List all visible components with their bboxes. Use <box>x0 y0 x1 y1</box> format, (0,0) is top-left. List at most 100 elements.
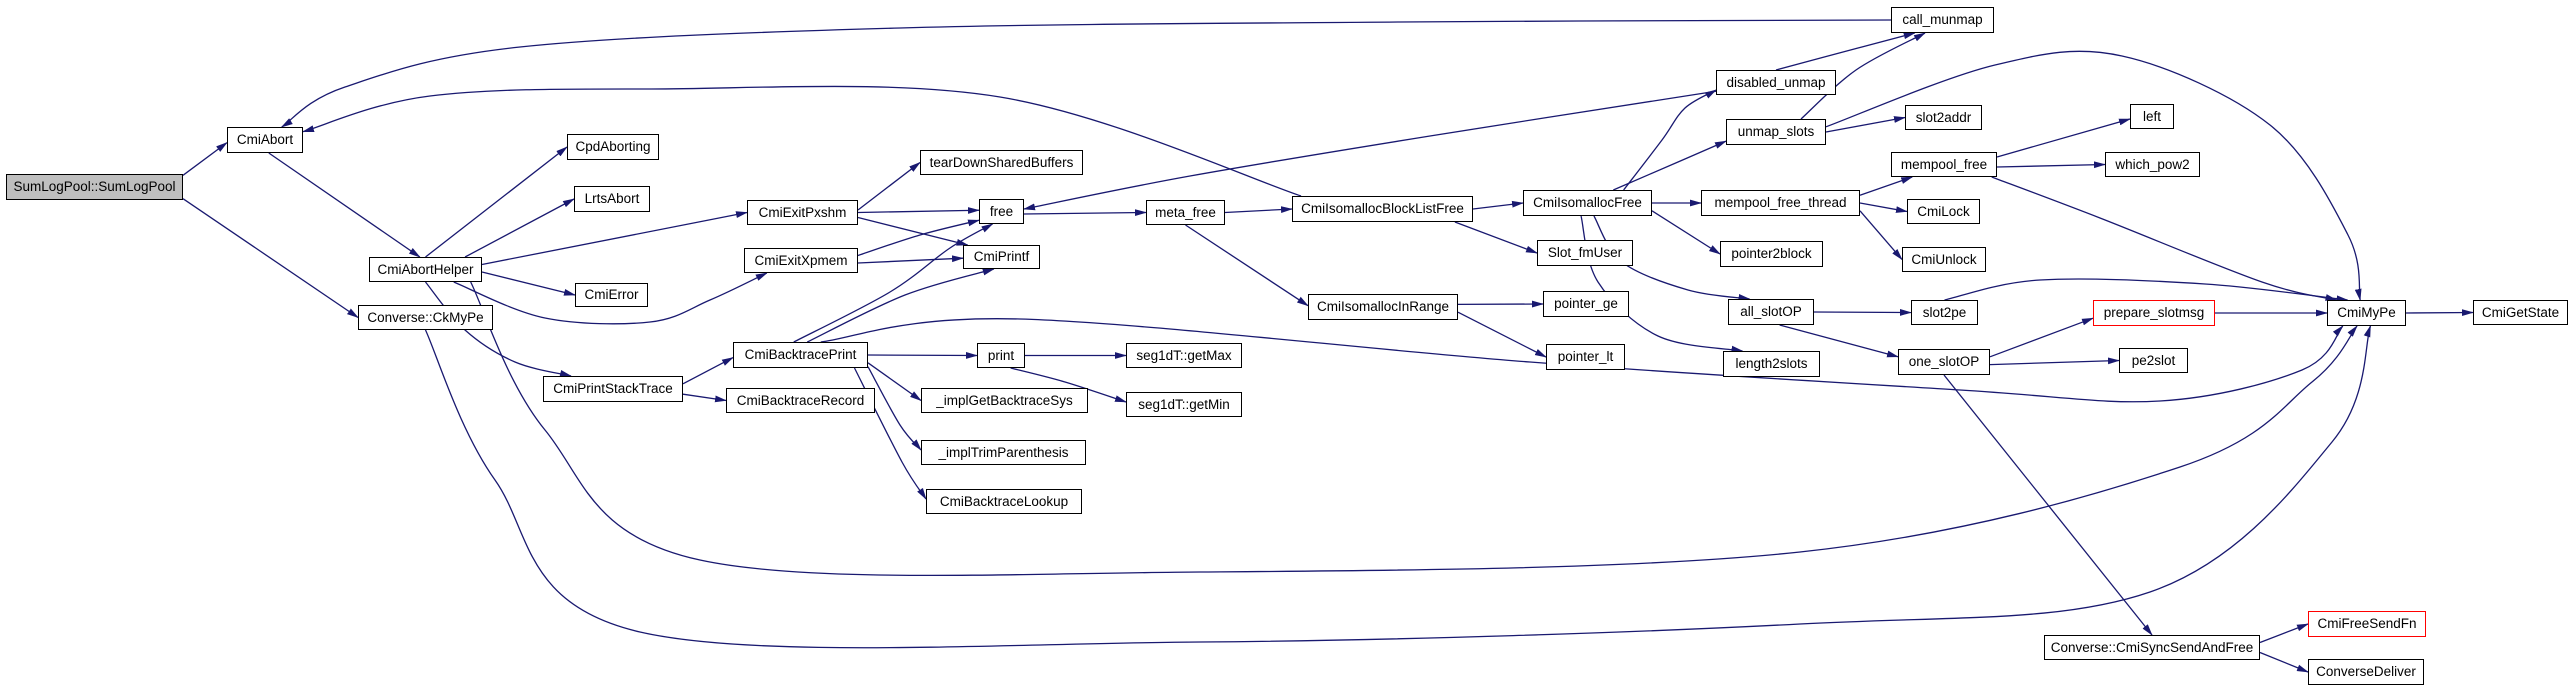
graph-node-cpdaborting[interactable]: CpdAborting <box>567 134 659 160</box>
graph-node-prepareslotmsg[interactable]: prepare_slotmsg <box>2093 300 2215 326</box>
graph-node-backtraceprint[interactable]: CmiBacktracePrint <box>733 342 868 368</box>
graph-node-cmiunlock[interactable]: CmiUnlock <box>1902 247 1986 272</box>
graph-node-getmax[interactable]: seg1dT::getMax <box>1126 343 1242 368</box>
graph-node-cmifreesendfn[interactable]: CmiFreeSendFn <box>2308 611 2426 637</box>
graph-node-slot2addr[interactable]: slot2addr <box>1905 105 1982 130</box>
edge-cmiexitpxshm-to-free <box>857 207 980 214</box>
graph-node-isomallocfree[interactable]: CmiIsomallocFree <box>1523 190 1652 216</box>
graph-node-cmiexitxpmem[interactable]: CmiExitXpmem <box>744 248 858 273</box>
graph-node-teardownsharedbuffers[interactable]: tearDownSharedBuffers <box>920 150 1083 175</box>
edge-print-to-getmin <box>1010 367 1127 403</box>
graph-node-conversedeliver[interactable]: ConverseDeliver <box>2308 659 2424 685</box>
edge-isomallocfree-to-pointer2block <box>1651 210 1721 255</box>
graph-node-slot2pe[interactable]: slot2pe <box>1911 300 1978 325</box>
edge-metafree-to-inrange <box>1185 224 1309 307</box>
edge-cmiaborthelper-to-printstacktrace <box>424 281 572 377</box>
graph-node-disabledunmap[interactable]: disabled_unmap <box>1716 70 1836 95</box>
edge-mempoolfreethread-to-cmilock <box>1859 202 1908 213</box>
graph-node-inrange[interactable]: CmiIsomallocInRange <box>1308 294 1458 320</box>
edge-mempoolfree-to-cmimype <box>1991 176 2338 301</box>
edge-cmiexitpxshm-to-cmiprintf <box>857 216 969 246</box>
edge-inrange-to-pointerlt <box>1457 311 1547 358</box>
graph-node-pe2slot[interactable]: pe2slot <box>2119 348 2188 373</box>
graph-node-cmimype[interactable]: CmiMyPe <box>2327 300 2406 326</box>
edge-mempoolfree-to-whichpow2 <box>1996 161 2106 169</box>
edge-cmiexitxpmem-to-free <box>857 219 980 257</box>
edge-printstacktrace-to-backtraceprint <box>682 357 734 385</box>
graph-node-callmunmap[interactable]: call_munmap <box>1891 7 1994 33</box>
edge-blocklistfree-to-slotfmuser <box>1454 221 1538 254</box>
edge-callmunmap-to-cmiabort <box>280 19 1892 128</box>
edge-backtraceprint-to-cmimype <box>820 318 2344 403</box>
edge-cmiaborthelper-to-cmimype <box>470 281 2358 577</box>
edge-cmimype-to-cmigetstate <box>2405 309 2474 316</box>
edge-isomallocfree-to-allslotop <box>1593 215 1751 301</box>
graph-node-printstacktrace[interactable]: CmiPrintStackTrace <box>543 376 683 402</box>
edge-backtraceprint-to-free <box>793 223 994 343</box>
edge-disabledunmap-to-callmunmap <box>1775 32 1916 71</box>
graph-node-slotfmuser[interactable]: Slot_fmUser <box>1537 240 1633 266</box>
edge-oneslotop-to-prepareslotmsg <box>1989 317 2094 358</box>
edge-cmiaborthelper-to-cpdaborting <box>425 146 568 258</box>
graph-node-trimparen[interactable]: _implTrimParenthesis <box>921 440 1086 465</box>
edge-sumlogpool-to-cmiabort <box>182 142 228 176</box>
edge-backtraceprint-to-getbacktracesys <box>867 362 922 402</box>
edge-blocklistfree-to-cmiabort <box>302 85 1302 197</box>
graph-node-backtracelookup[interactable]: CmiBacktraceLookup <box>926 489 1082 514</box>
graph-node-cmiabort[interactable]: CmiAbort <box>227 127 303 153</box>
graph-node-cmiaborthelper[interactable]: CmiAbortHelper <box>369 257 482 282</box>
edge-cmiaborthelper-to-cmierror <box>481 271 576 296</box>
edge-cmiexitpxshm-to-teardownsharedbuffers <box>857 161 921 211</box>
graph-node-getmin[interactable]: seg1dT::getMin <box>1126 392 1242 417</box>
edge-cmiaborthelper-to-cmiexitxpmem <box>453 272 768 325</box>
graph-node-cmiexitpxshm[interactable]: CmiExitPxshm <box>747 200 858 225</box>
graph-node-getbacktracesys[interactable]: _implGetBacktraceSys <box>921 388 1088 413</box>
graph-node-pointer2block[interactable]: pointer2block <box>1720 241 1823 267</box>
edge-backtraceprint-to-cmiprintf <box>806 268 995 343</box>
graph-node-print[interactable]: print <box>977 343 1025 368</box>
graph-node-mempoolfreethread[interactable]: mempool_free_thread <box>1701 190 1860 216</box>
graph-node-left[interactable]: left <box>2130 104 2174 129</box>
graph-node-cmierror[interactable]: CmiError <box>575 283 648 307</box>
graph-node-free[interactable]: free <box>979 199 1024 224</box>
edge-syncsendandfree-to-cmifreesendfn <box>2259 623 2309 644</box>
edge-unmapslots-to-cmimype <box>1825 50 2362 301</box>
edge-backtraceprint-to-print <box>867 352 978 359</box>
edge-metafree-to-blocklistfree <box>1224 206 1293 214</box>
graph-node-cmiprintf[interactable]: CmiPrintf <box>963 245 1040 269</box>
graph-node-whichpow2[interactable]: which_pow2 <box>2105 152 2200 177</box>
graph-node-lrtsabort[interactable]: LrtsAbort <box>574 186 650 212</box>
graph-node-cmilock[interactable]: CmiLock <box>1907 199 1980 224</box>
edge-isomallocfree-to-unmapslots <box>1613 140 1727 191</box>
edge-free-to-metafree <box>1023 209 1147 217</box>
graph-node-syncsendandfree[interactable]: Converse::CmiSyncSendAndFree <box>2044 635 2260 660</box>
edge-cmiaborthelper-to-cmiexitpxshm <box>481 211 748 266</box>
graph-node-allslotop[interactable]: all_slotOP <box>1728 299 1814 325</box>
edge-cmiexitxpmem-to-cmiprintf <box>857 255 964 264</box>
graph-node-pointerge[interactable]: pointer_ge <box>1543 291 1629 317</box>
edge-syncsendandfree-to-conversedeliver <box>2259 651 2309 673</box>
edge-allslotop-to-slot2pe <box>1813 309 1912 316</box>
graph-node-metafree[interactable]: meta_free <box>1146 200 1225 225</box>
graph-node-oneslotop[interactable]: one_slotOP <box>1898 349 1990 375</box>
edge-ckmype-to-cmimype <box>424 325 2372 649</box>
edge-backtraceprint-to-trimparen <box>867 366 922 451</box>
graph-node-ckmype[interactable]: Converse::CkMyPe <box>358 305 493 330</box>
graph-node-mempoolfree[interactable]: mempool_free <box>1891 152 1997 177</box>
graph-node-cmigetstate[interactable]: CmiGetState <box>2473 300 2568 325</box>
edge-cmiaborthelper-to-lrtsabort <box>464 198 575 258</box>
edge-unmapslots-to-callmunmap <box>1800 32 1926 120</box>
graph-node-blocklistfree[interactable]: CmiIsomallocBlockListFree <box>1292 196 1473 222</box>
edge-mempoolfreethread-to-mempoolfree <box>1859 176 1914 196</box>
graph-node-length2slots[interactable]: length2slots <box>1723 351 1820 377</box>
edge-isomallocfree-to-disabledunmap <box>1623 89 1717 191</box>
graph-node-pointerlt[interactable]: pointer_lt <box>1546 344 1625 370</box>
edge-disabledunmap-to-free <box>1023 90 1717 211</box>
graph-node-backtracerecord[interactable]: CmiBacktraceRecord <box>726 388 875 413</box>
graph-node-sumlogpool[interactable]: SumLogPool::SumLogPool <box>6 174 183 200</box>
graph-node-unmapslots[interactable]: unmap_slots <box>1726 119 1826 145</box>
edge-cmiabort-to-cmiaborthelper <box>268 152 421 258</box>
